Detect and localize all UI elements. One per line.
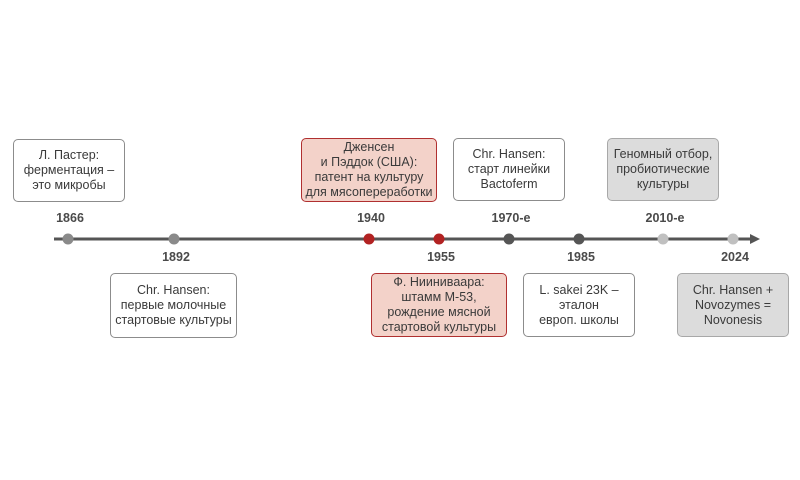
event-text-line: Chr. Hansen: — [472, 147, 546, 161]
year-label: 1955 — [427, 250, 455, 264]
event-text-line: стартовые культуры — [115, 313, 232, 327]
timeline-dot — [503, 233, 515, 245]
event-text-line: L. sakei 23K – — [539, 282, 619, 297]
event-text-line: Novonesis — [703, 312, 763, 327]
event-text-line: Л. Пастер: — [38, 148, 100, 162]
event-text-line: Геномный отбор, — [613, 147, 713, 161]
event-text-line: Novozymes = — [694, 297, 772, 312]
event-text-line: это микробы — [32, 178, 106, 192]
event-text-line: Bactoferm — [480, 177, 538, 191]
timeline-dot — [433, 233, 445, 245]
event-text-line: для мясопереработки — [305, 185, 433, 199]
timeline-dot — [363, 233, 375, 245]
event-text-line: пробиотические — [616, 162, 710, 176]
event-text-line: Дженсен — [343, 140, 395, 154]
event-text-line: эталон — [559, 297, 599, 312]
event-text-line: Ф. Ниинивaара: — [393, 275, 485, 289]
event-text-line: патент на культуру — [314, 170, 424, 184]
timeline-dot — [657, 233, 669, 245]
event-box: Л. Пастер:ферментация –это микробы — [13, 139, 125, 202]
year-label: 2010-е — [645, 211, 685, 225]
event-text-line: старт линейки — [467, 162, 551, 176]
year-label: 1866 — [56, 211, 84, 225]
timeline-dot — [168, 233, 180, 245]
event-text-line: первые молочные — [120, 298, 227, 312]
event-text-line: ферментация – — [23, 163, 115, 177]
event-text-line: штамм М-53, — [401, 290, 477, 304]
year-label: 1892 — [162, 250, 190, 264]
event-text-line: рождение мясной — [387, 305, 491, 319]
year-label: 1970-е — [491, 211, 531, 225]
event-box: Ф. Ниинивaара:штамм М-53,рождение мясной… — [371, 273, 507, 337]
year-label: 1985 — [567, 250, 595, 264]
timeline-dot — [727, 233, 739, 245]
year-label: 2024 — [721, 250, 749, 264]
year-label: 1940 — [357, 211, 385, 225]
event-text-line: культуры — [636, 177, 690, 191]
event-text-line: Chr. Hansen: — [137, 283, 210, 297]
event-box: Chr. Hansen +Novozymes =Novonesis — [677, 273, 789, 337]
timeline-dot — [62, 233, 74, 245]
event-text-line: европ. школы — [539, 312, 619, 327]
axis-arrow-icon — [750, 234, 760, 244]
timeline-dot — [573, 233, 585, 245]
event-text-line: стартовой культуры — [381, 320, 497, 334]
event-text-line: и Пэддок (США): — [320, 155, 418, 169]
event-text-line: Chr. Hansen + — [692, 282, 774, 297]
